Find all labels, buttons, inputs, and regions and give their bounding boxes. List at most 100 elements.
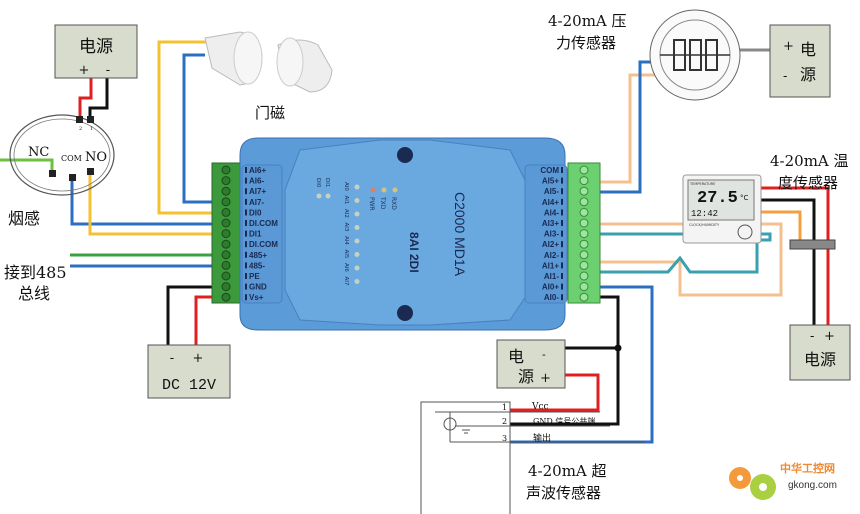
wire-dc-black [166,285,218,350]
left-terminal-label: DI.COM [249,219,278,228]
temperature-sensor: 4-20mA 温 度传感器 TEMPERATURE 27.5 °C 12:42 … [682,152,849,250]
wire-temp-red [760,186,830,325]
right-terminal-label: AI1+ [542,261,559,270]
svg-text:Vcc: Vcc [531,402,549,412]
ai-led [354,198,360,203]
svg-text:27.5: 27.5 [697,189,738,208]
ai-led-label: AI7 [343,277,349,286]
terminal-screw [221,186,231,196]
ultra-label-1: 4-20mA 超 [528,462,607,480]
wire-pressure-orange [600,73,665,184]
svg-text:电源: 电源 [804,350,836,369]
wire-temp-teal [600,232,772,274]
terminal-screw [579,250,589,260]
ultra-power-box: 电 源 - + [496,339,566,389]
svg-text:-: - [542,348,546,361]
di-led-label: DI1 [324,178,330,187]
right-terminal-label: AI3- [544,230,559,239]
left-terminal-label: DI0 [249,208,262,217]
right-terminal-label: AI5+ [542,177,559,186]
led-label: PWR [368,197,375,211]
terminal-screw [221,207,231,217]
ultrasonic-schematic: 1 2 3 Vcc GND 信号公共端 输出 [420,401,645,514]
terminal-screw [579,207,589,217]
right-terminal-label: AI4+ [542,198,559,207]
terminal-screw [221,271,231,281]
terminal-screw [221,229,231,239]
terminal-screw [579,260,589,270]
ai-led-label: AI5 [343,250,349,259]
right-terminal-label: AI0- [544,293,559,302]
terminal-screw [221,239,231,249]
svg-text:TEMPERATURE: TEMPERATURE [689,182,715,186]
svg-text:3: 3 [502,434,507,443]
svg-text:1: 1 [502,403,507,412]
ai-led [354,252,360,257]
left-terminal-label: GND [249,283,267,292]
ai-led [354,279,360,284]
terminal-screw [221,282,231,292]
bus-label-1: 接到485 [4,263,67,282]
ai-led-label: AI0 [343,182,349,191]
model-label: C2000 MD1A [452,192,468,277]
terminal-screw [221,218,231,228]
c2000-module: AI6+AI6-AI7+AI7-DI0DI.COMDI1DI.COM485+48… [211,137,601,331]
terminal-screw [221,176,231,186]
ultra-label-2: 声波传感器 [526,484,601,502]
wire-temp-black [760,198,816,325]
svg-text:度传感器: 度传感器 [778,174,838,192]
wire-smoke-com-blue [70,178,218,226]
led-indicator [370,187,376,193]
svg-text:1: 1 [90,126,93,132]
smoke-power-box: 电源 + - [54,24,138,79]
ai-led-label: AI2 [343,209,349,218]
right-terminal-label: AI5- [544,187,559,196]
right-terminal-label: AI0+ [542,283,559,292]
svg-text:CLOCK/HUMIDITY: CLOCK/HUMIDITY [689,223,720,227]
svg-text:+: + [79,63,90,78]
led-indicator [392,187,398,193]
ai-led-label: AI6 [343,263,349,272]
terminal-screw [579,282,589,292]
svg-text:2: 2 [79,126,82,132]
terminal-screw [579,176,589,186]
terminal-screw [221,197,231,207]
svg-text:GND 信号公共端: GND 信号公共端 [533,416,595,426]
pressure-power-box: + - 电 源 [769,24,831,98]
junction-dot [614,344,622,352]
ai-led [354,184,360,190]
right-terminal-label: AI2- [544,251,559,260]
svg-text:4-20mA 压: 4-20mA 压 [548,12,627,30]
terminal-screw [579,165,589,175]
led-label: RXD [390,197,397,210]
left-terminal-label: AI7+ [249,187,266,196]
terminal-screw [221,250,231,260]
svg-text:4-20mA 温: 4-20mA 温 [770,152,849,170]
svg-text:NO: NO [85,150,107,165]
wire-door-blue [182,53,218,204]
svg-text:-: - [783,69,787,84]
svg-text:+: + [824,329,835,344]
wire-dc-red [194,295,218,350]
svg-text:电源: 电源 [79,37,113,57]
wire-smoke-power-black [88,78,109,118]
ai-led [354,225,360,230]
left-terminal-label: Vs+ [249,293,264,302]
spec-label: 8AI 2DI [407,232,421,273]
terminal-screw [579,218,589,228]
gkong-watermark: 中华工控网 gkong.com [729,461,837,500]
led-indicator [381,187,387,193]
svg-text:烟感: 烟感 [8,209,40,228]
svg-text:+: + [540,371,551,386]
left-terminal-label: AI7- [249,198,264,207]
di-led [325,193,331,199]
wire-smoke-power-red [78,78,93,118]
wire-smoke-nc-green [0,158,54,172]
left-terminal-label: 485+ [249,251,267,260]
svg-text:NC: NC [28,145,49,160]
svg-text:门磁: 门磁 [255,104,285,122]
svg-text:gkong.com: gkong.com [788,480,837,491]
terminal-screw [579,239,589,249]
right-terminal-label: COM [540,166,559,175]
